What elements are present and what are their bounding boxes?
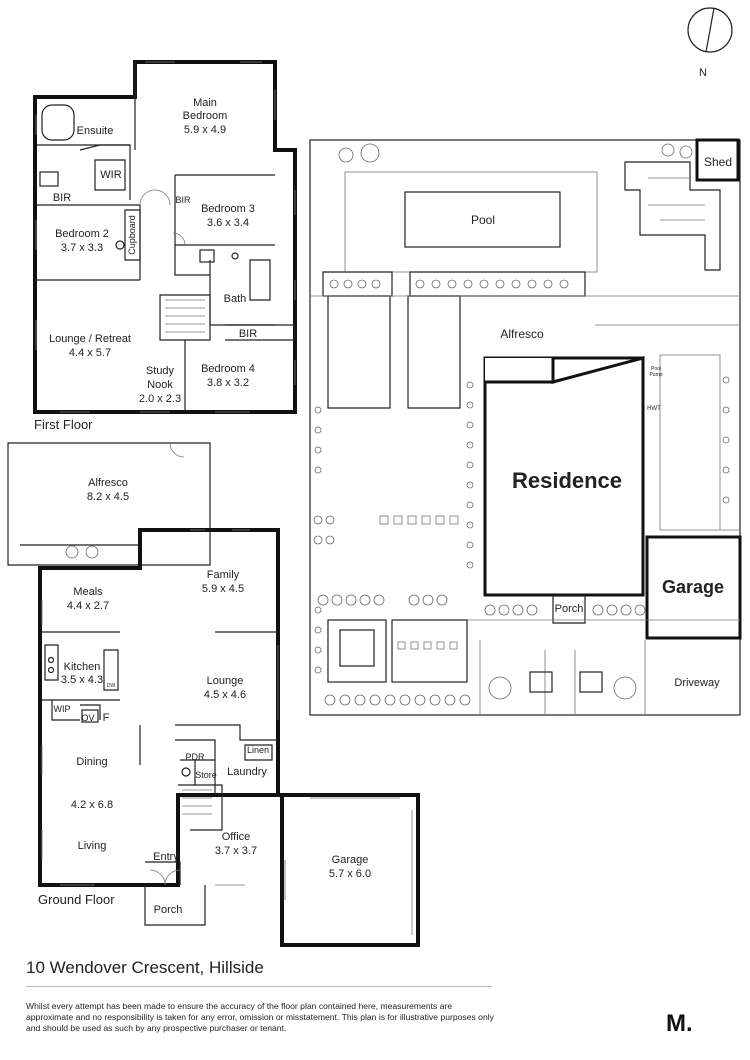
family-dims: 5.9 x 4.5 bbox=[202, 583, 244, 595]
compass-north-label: N bbox=[699, 67, 707, 79]
pdr-label: PDR bbox=[185, 752, 205, 762]
bedroom3-label: Bedroom 3 bbox=[201, 203, 255, 215]
store-label: Store bbox=[195, 770, 217, 780]
north-compass: N bbox=[687, 7, 733, 79]
study-nook-label-2: Nook bbox=[147, 379, 173, 391]
lounge-dims: 4.5 x 4.6 bbox=[204, 689, 246, 701]
kitchen-label: Kitchen bbox=[64, 661, 101, 673]
alfresco-ground-dims: 8.2 x 4.5 bbox=[87, 491, 129, 503]
living-label: Living bbox=[78, 840, 107, 852]
bedroom4-label: Bedroom 4 bbox=[201, 363, 255, 375]
lounge-label: Lounge bbox=[207, 675, 244, 687]
wir-label: WIR bbox=[100, 169, 121, 181]
bedroom4-dims: 3.8 x 3.2 bbox=[207, 377, 249, 389]
dining-label: Dining bbox=[76, 756, 107, 768]
ground-floor-plan: Alfresco 8.2 x 4.5 Meals 4.4 x 2.7 Famil… bbox=[7, 442, 420, 947]
lounge-retreat-dims: 4.4 x 5.7 bbox=[69, 347, 111, 359]
bir-bath-label: BIR bbox=[239, 328, 257, 340]
porch-site-label: Porch bbox=[555, 603, 584, 615]
meals-label: Meals bbox=[73, 586, 103, 598]
lounge-retreat-label: Lounge / Retreat bbox=[49, 333, 131, 345]
porch-ground-label: Porch bbox=[154, 904, 183, 916]
study-nook-dims: 2.0 x 2.3 bbox=[139, 393, 181, 405]
bir-small-label: BIR bbox=[175, 195, 191, 205]
meals-dims: 4.4 x 2.7 bbox=[67, 600, 109, 612]
bir-top-label: BIR bbox=[53, 192, 71, 204]
footer-divider bbox=[26, 986, 492, 987]
fridge-label: F bbox=[103, 712, 110, 724]
disclaimer-text: Whilst every attempt has been made to en… bbox=[26, 1001, 494, 1033]
linen-label: Linen bbox=[247, 745, 269, 755]
pool-label: Pool bbox=[471, 213, 495, 227]
study-nook-label-1: Study bbox=[146, 365, 175, 377]
site-plan: Shed Pool Alfresco Residence Garage Pool… bbox=[309, 138, 742, 716]
stepping-stones bbox=[379, 515, 459, 650]
pool-pump-label-1: Pool bbox=[651, 366, 661, 372]
alfresco-ground-label: Alfresco bbox=[88, 477, 128, 489]
first-floor-plan: Main Bedroom 5.9 x 4.9 Ensuite WIR BIR B… bbox=[33, 60, 297, 432]
entry-label: Entry bbox=[153, 851, 179, 863]
driveway-label: Driveway bbox=[674, 677, 720, 689]
residence-label: Residence bbox=[512, 468, 622, 493]
garden-shrubs bbox=[313, 143, 730, 706]
garage-ground-label: Garage bbox=[332, 854, 369, 866]
first-floor-label: First Floor bbox=[34, 417, 93, 432]
bath-label: Bath bbox=[224, 293, 247, 305]
pool-pump-label-2: Pump bbox=[649, 372, 662, 378]
main-bedroom-dims: 5.9 x 4.9 bbox=[184, 124, 226, 136]
ground-floor-label: Ground Floor bbox=[38, 892, 115, 907]
main-bedroom-label-1: Main bbox=[193, 97, 217, 109]
oven-label: OV bbox=[81, 713, 94, 723]
cupboard-label: Cupboard bbox=[127, 215, 137, 255]
dishwasher-label: DW bbox=[107, 683, 116, 689]
family-label: Family bbox=[207, 569, 240, 581]
bedroom2-label: Bedroom 2 bbox=[55, 228, 109, 240]
brand-logo: M. bbox=[666, 1010, 693, 1037]
garage-ground-dims: 5.7 x 6.0 bbox=[329, 868, 371, 880]
office-dims: 3.7 x 3.7 bbox=[215, 845, 257, 857]
bedroom2-dims: 3.7 x 3.3 bbox=[61, 242, 103, 254]
laundry-label: Laundry bbox=[227, 766, 267, 778]
dining-dims: 4.2 x 6.8 bbox=[71, 799, 113, 811]
main-bedroom-label-2: Bedroom bbox=[183, 110, 228, 122]
alfresco-site-label: Alfresco bbox=[500, 327, 544, 341]
bedroom3-dims: 3.6 x 3.4 bbox=[207, 217, 249, 229]
garage-site-label: Garage bbox=[662, 577, 724, 597]
ensuite-label: Ensuite bbox=[77, 125, 114, 137]
property-address: 10 Wendover Crescent, Hillside bbox=[26, 958, 264, 977]
shed-label: Shed bbox=[704, 155, 732, 169]
kitchen-dims: 3.5 x 4.3 bbox=[61, 674, 103, 686]
hwt-label: HWT bbox=[647, 406, 661, 412]
office-label: Office bbox=[222, 831, 251, 843]
wip-label: WIP bbox=[54, 704, 71, 714]
